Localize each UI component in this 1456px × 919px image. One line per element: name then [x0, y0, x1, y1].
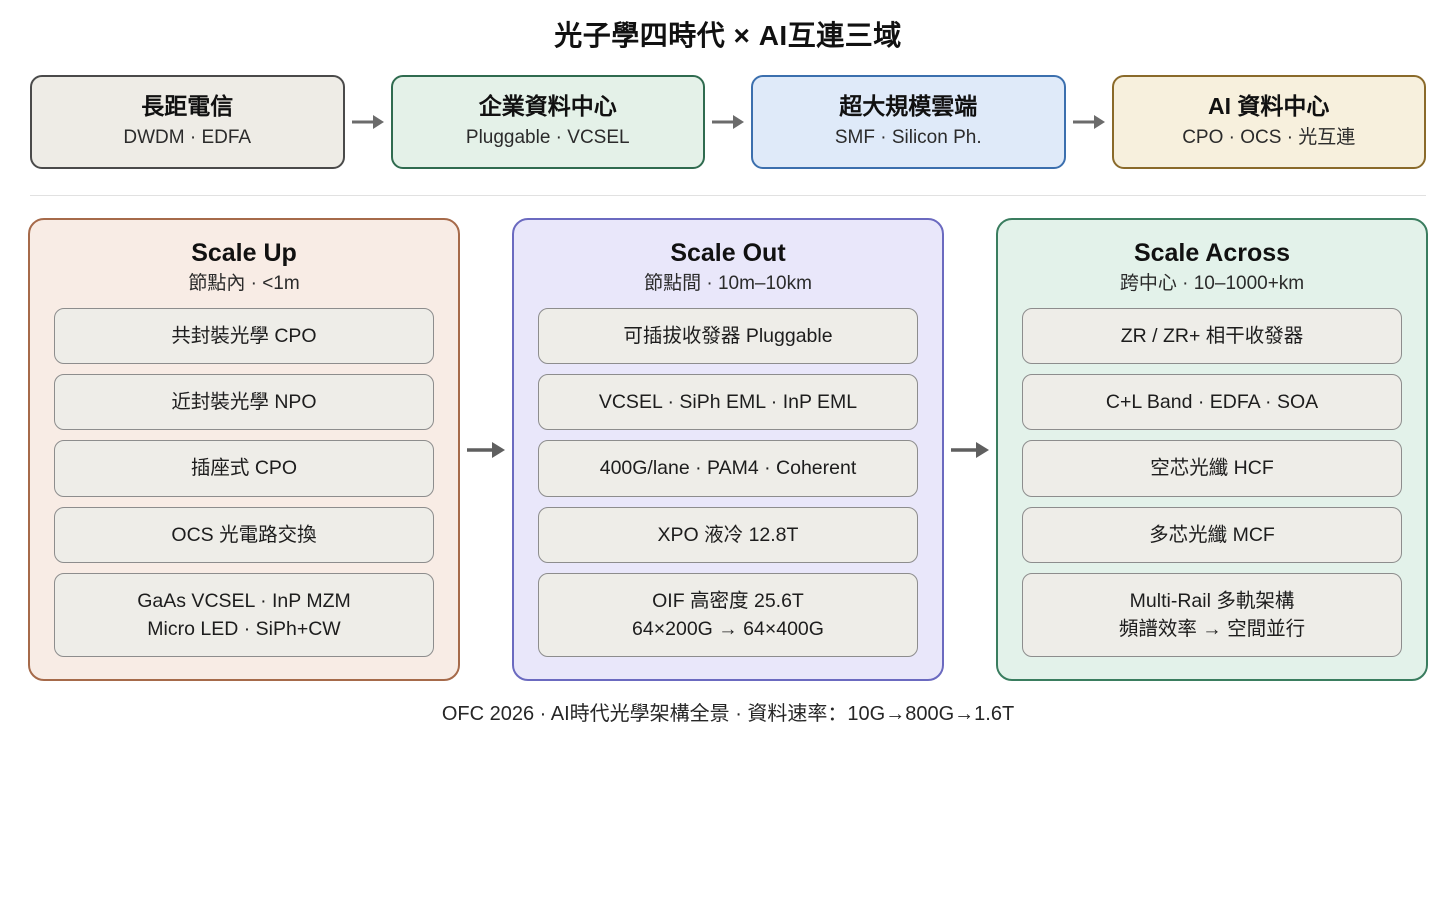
scale-panel-subtitle: 節點內 · <1m — [188, 273, 300, 294]
era-timeline-row: 長距電信 DWDM · EDFA 企業資料中心 Pluggable · VCSE… — [0, 53, 1456, 169]
era-card-subtitle: Pluggable · VCSEL — [465, 126, 630, 148]
tech-chip-line1: C+L Band · EDFA · SOA — [1105, 391, 1319, 414]
tech-chip[interactable]: 插座式 CPO — [54, 440, 434, 497]
era-card-title: 超大規模雲端 — [839, 93, 978, 120]
era-card-long-haul-telecom[interactable]: 長距電信 DWDM · EDFA — [30, 75, 345, 169]
tech-chip[interactable]: 空芯光纖 HCF — [1022, 440, 1402, 497]
scale-chip-list: ZR / ZR+ 相干收發器 C+L Band · EDFA · SOA 空芯光… — [1022, 307, 1402, 658]
era-card-title: AI 資料中心 — [1208, 93, 1330, 120]
tech-chip-line2: 64×200G → 64×400G — [632, 618, 824, 641]
footer-caption: OFC 2026 · AI時代光學架構全景 · 資料速率：10G→800G→1.… — [441, 703, 1015, 726]
tech-chip-line2: 頻譜效率 → 空間並行 — [1118, 618, 1306, 641]
tech-chip[interactable]: GaAs VCSEL · InP MZM Micro LED · SiPh+CW — [54, 572, 434, 658]
tech-chip[interactable]: 多芯光纖 MCF — [1022, 506, 1402, 563]
section-divider — [30, 195, 1426, 196]
tech-chip-line1: XPO 液冷 12.8T — [657, 523, 799, 546]
tech-chip-line1: Multi-Rail 多軌架構 — [1129, 589, 1295, 612]
tech-chip[interactable]: 近封裝光學 NPO — [54, 374, 434, 431]
tech-chip[interactable]: OCS 光電路交換 — [54, 506, 434, 563]
era-card-subtitle: CPO · OCS · 光互連 — [1182, 126, 1356, 148]
scale-panel-scale-across[interactable]: Scale Across 跨中心 · 10–1000+km ZR / ZR+ 相… — [996, 218, 1428, 682]
tech-chip-line1: OIF 高密度 25.6T — [652, 589, 804, 612]
tech-chip-line1: ZR / ZR+ 相干收發器 — [1120, 324, 1304, 347]
arrow-right-icon — [467, 441, 505, 458]
scale-panel-title: Scale Up — [191, 239, 297, 267]
scale-arrow-2 — [944, 218, 996, 681]
scale-chip-list: 可插拔收發器 Pluggable VCSEL · SiPh EML · InP … — [538, 307, 918, 658]
tech-chip-line1: 近封裝光學 NPO — [171, 391, 317, 414]
arrow-right-icon — [951, 441, 989, 458]
tech-chip[interactable]: ZR / ZR+ 相干收發器 — [1022, 307, 1402, 365]
tech-chip-line2: Micro LED · SiPh+CW — [147, 618, 341, 641]
scale-domains-row: Scale Up 節點內 · <1m 共封裝光學 CPO 近封裝光學 NPO 插… — [0, 196, 1456, 682]
tech-chip[interactable]: 400G/lane · PAM4 · Coherent — [538, 440, 918, 497]
scale-arrow-1 — [460, 218, 512, 681]
tech-chip[interactable]: C+L Band · EDFA · SOA — [1022, 374, 1402, 431]
tech-chip-line1: 共封裝光學 CPO — [171, 324, 317, 347]
scale-panel-title: Scale Out — [670, 239, 786, 267]
scale-panel-title: Scale Across — [1133, 239, 1291, 267]
arrow-right-icon — [1072, 115, 1105, 129]
tech-chip[interactable]: OIF 高密度 25.6T 64×200G → 64×400G — [538, 572, 918, 658]
scale-panel-scale-up[interactable]: Scale Up 節點內 · <1m 共封裝光學 CPO 近封裝光學 NPO 插… — [28, 218, 460, 682]
era-arrow-3 — [1066, 75, 1112, 169]
tech-chip-line1: 400G/lane · PAM4 · Coherent — [599, 457, 857, 480]
era-card-subtitle: SMF · Silicon Ph. — [834, 126, 982, 148]
scale-chip-list: 共封裝光學 CPO 近封裝光學 NPO 插座式 CPO OCS 光電路交換 Ga… — [54, 307, 434, 658]
scale-panel-scale-out[interactable]: Scale Out 節點間 · 10m–10km 可插拔收發器 Pluggabl… — [512, 218, 944, 682]
tech-chip[interactable]: 可插拔收發器 Pluggable — [538, 307, 918, 365]
tech-chip-line1: 空芯光纖 HCF — [1150, 457, 1274, 480]
tech-chip[interactable]: Multi-Rail 多軌架構 頻譜效率 → 空間並行 — [1022, 572, 1402, 658]
era-arrow-1 — [345, 75, 391, 169]
page-title: 光子學四時代 × AI互連三域 — [554, 20, 902, 51]
tech-chip-line1: 插座式 CPO — [190, 457, 298, 480]
tech-chip-line1: 可插拔收發器 Pluggable — [623, 324, 833, 347]
tech-chip[interactable]: 共封裝光學 CPO — [54, 307, 434, 365]
era-card-title: 企業資料中心 — [478, 93, 617, 120]
scale-panel-subtitle: 節點間 · 10m–10km — [644, 273, 812, 294]
tech-chip-line1: OCS 光電路交換 — [171, 523, 317, 546]
scale-panel-subtitle: 跨中心 · 10–1000+km — [1119, 273, 1305, 294]
era-card-hyperscale-cloud[interactable]: 超大規模雲端 SMF · Silicon Ph. — [751, 75, 1066, 169]
era-arrow-2 — [705, 75, 751, 169]
tech-chip-line1: VCSEL · SiPh EML · InP EML — [598, 391, 858, 414]
era-card-ai-datacenter[interactable]: AI 資料中心 CPO · OCS · 光互連 — [1111, 75, 1426, 169]
arrow-right-icon — [712, 115, 744, 129]
tech-chip[interactable]: XPO 液冷 12.8T — [538, 506, 918, 563]
tech-chip-line1: GaAs VCSEL · InP MZM — [137, 589, 351, 612]
era-card-subtitle: DWDM · EDFA — [123, 126, 252, 148]
tech-chip[interactable]: VCSEL · SiPh EML · InP EML — [538, 374, 918, 431]
era-card-enterprise-datacenter[interactable]: 企業資料中心 Pluggable · VCSEL — [390, 75, 705, 169]
arrow-right-icon — [351, 115, 384, 129]
tech-chip-line1: 多芯光纖 MCF — [1149, 523, 1275, 546]
era-card-title: 長距電信 — [141, 93, 234, 120]
